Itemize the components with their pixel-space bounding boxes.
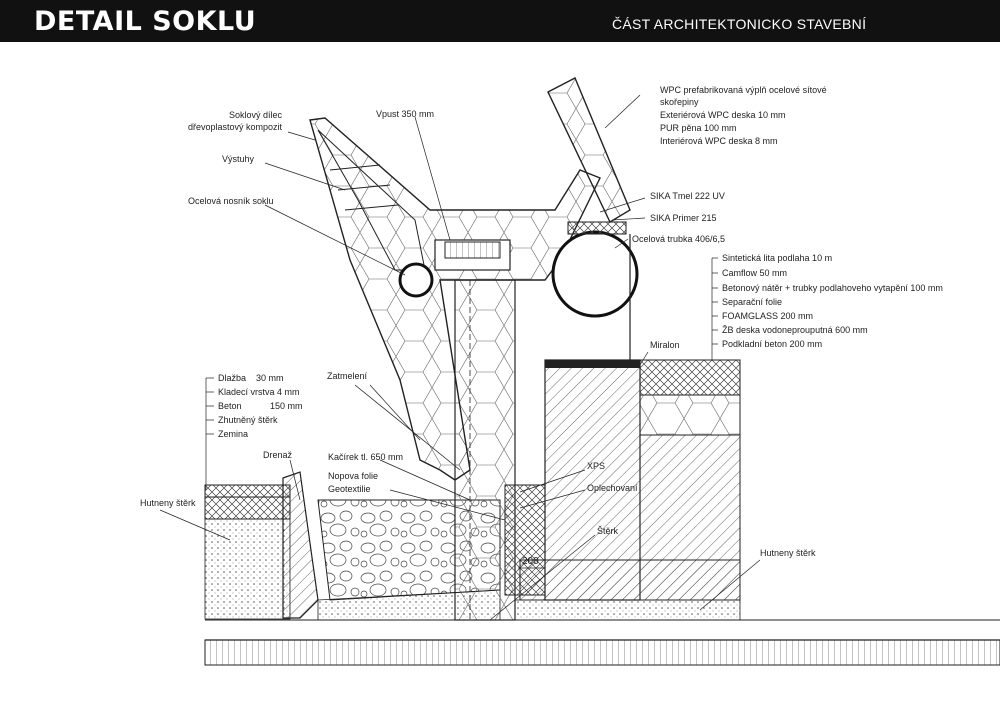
label-wpc-5: Interiérová WPC deska 8 mm <box>660 136 778 146</box>
gravel-under-slab <box>514 599 741 621</box>
underlay-concrete <box>519 559 741 601</box>
label-floor-7: Podkladní beton 200 mm <box>722 339 822 349</box>
label-wpc-1: WPC prefabrikovaná výplň ocelové sítové <box>660 85 827 95</box>
wpc-upper-panel <box>547 77 631 223</box>
drainage-wall <box>282 471 319 619</box>
label-floor-4: Separační folie <box>722 297 782 307</box>
label-oplechovani: Oplechovaní <box>587 483 638 493</box>
label-floor-3: Betonový nátěr + trubky podlahoveho vyta… <box>722 283 943 293</box>
label-drenaz: Drenaž <box>263 450 293 460</box>
label-ocelova-trubka: Ocelová trubka 406/6,5 <box>632 234 725 244</box>
label-geotextilie: Geotextilie <box>328 484 371 494</box>
label-soklovy-1: Soklový dílec <box>229 110 283 120</box>
label-sika-primer: SIKA Primer 215 <box>650 213 717 223</box>
label-vystuhy: Výstuhy <box>222 154 255 164</box>
label-sika-tmel: SIKA Tmel 222 UV <box>650 191 725 201</box>
label-ocelovy-nosnik: Ocelová nosník soklu <box>188 196 274 206</box>
label-dlazba-value: 30 mm <box>256 373 284 383</box>
label-hutneny-left: Hutneny štěrk <box>140 498 196 508</box>
label-wpc-3: Exteriérová WPC deska 10 mm <box>660 110 786 120</box>
compacted-gravel-left <box>204 518 291 620</box>
label-sterk: Štěrk <box>597 526 619 536</box>
pavement-dlazba <box>204 484 291 498</box>
miralon-strip <box>545 360 640 368</box>
pavement-concrete <box>204 496 291 520</box>
label-vpust: Vpust 350 mm <box>376 109 434 119</box>
label-dlazba: Dlažba <box>218 373 246 383</box>
detail-drawing: Soklový dílec dřevoplastový kompozit Výs… <box>140 77 1000 666</box>
label-nopova: Nopova folie <box>328 471 378 481</box>
label-floor-5: FOAMGLASS 200 mm <box>722 311 813 321</box>
label-zatmeleni: Zatmelení <box>327 371 368 381</box>
label-xps: XPS <box>587 461 605 471</box>
label-floor-1: Sintetická lita podlaha 10 m <box>722 253 832 263</box>
header-bar: DETAIL SOKLU ČÁST ARCHITEKTONICKO STAVEB… <box>0 0 1000 42</box>
label-zemina: Zemina <box>218 429 248 439</box>
floor-upper-layers <box>639 359 741 396</box>
label-beton-value: 150 mm <box>270 401 303 411</box>
label-zhutneny: Zhutněný štěrk <box>218 415 278 425</box>
tube-saddle <box>567 221 627 235</box>
label-dim-200: 200 <box>522 556 539 567</box>
label-floor-2: Camflow 50 mm <box>722 268 787 278</box>
label-kladeci: Kladecí vrstva 4 mm <box>218 387 300 397</box>
bottom-ground-layer <box>204 639 1000 666</box>
page-subtitle: ČÁST ARCHITEKTONICKO STAVEBNÍ <box>612 16 867 32</box>
label-kacirek: Kačírek tl. 650 mm <box>328 452 403 462</box>
label-beton: Beton <box>218 401 242 411</box>
floor-foamglass <box>639 394 741 436</box>
label-wpc-4: PUR pěna 100 mm <box>660 123 737 133</box>
steel-tube <box>551 230 639 318</box>
sokl-panel <box>309 117 601 481</box>
steel-beam-circle <box>398 262 434 298</box>
label-miralon: Miralon <box>650 340 680 350</box>
label-floor-6: ŽB deska vodoneprouputná 600 mm <box>722 325 868 335</box>
label-wpc-2: skořepiny <box>660 97 699 107</box>
label-soklovy-2: dřevoplastový kompozit <box>188 122 283 132</box>
page-title: DETAIL SOKLU <box>34 6 257 37</box>
drain-grate <box>444 241 501 259</box>
label-hutneny-right: Hutneny štěrk <box>760 548 816 558</box>
